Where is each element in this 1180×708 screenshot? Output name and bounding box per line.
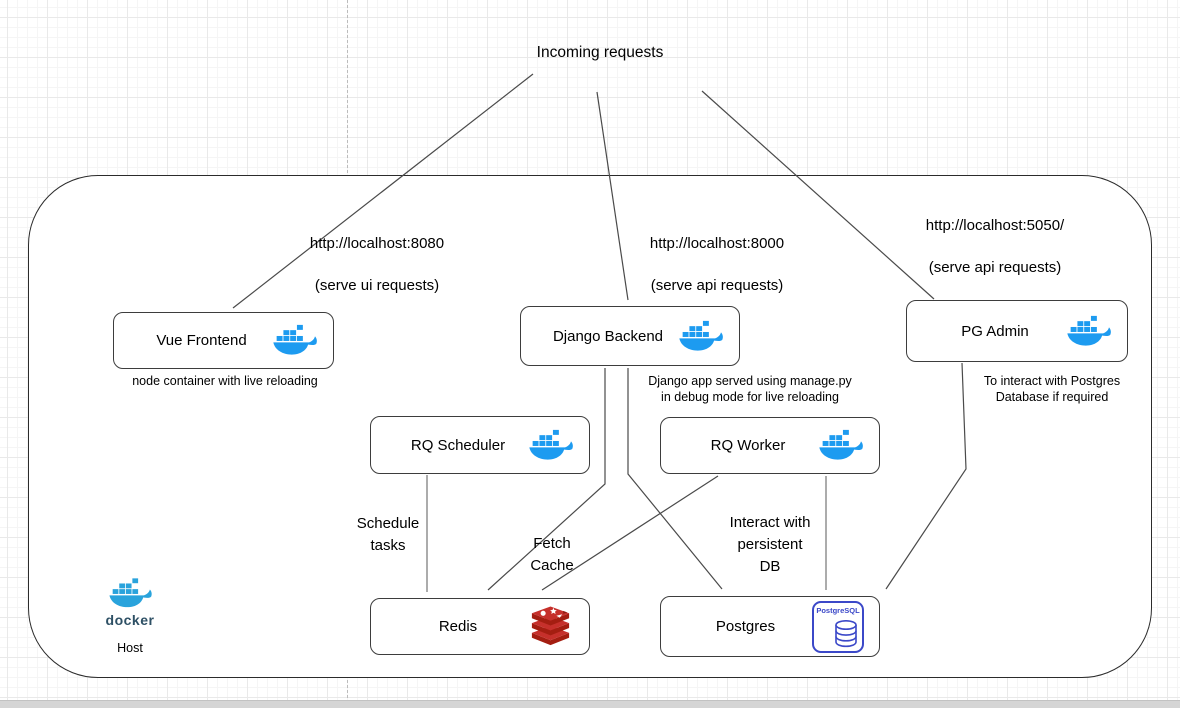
incoming-requests-label: Incoming requests <box>536 44 664 61</box>
django-note-line2: in debug mode for live reloading <box>661 389 839 404</box>
django-note: Django app served using manage.py in deb… <box>632 374 868 405</box>
docker-host-logo: docker Host <box>98 578 162 655</box>
vue-note: node container with live reloading <box>132 374 318 388</box>
url-8080-line1: http://localhost:8080 <box>309 235 445 252</box>
fetch-line1: Fetch <box>533 535 571 552</box>
url-label-8000: http://localhost:8000 (serve api request… <box>617 212 817 317</box>
node-rq-worker[interactable]: RQ Worker <box>660 417 880 474</box>
horizontal-scrollbar[interactable] <box>0 700 1180 708</box>
interact-line1: Interact with <box>729 514 811 531</box>
docker-logo-whale-icon <box>109 578 152 608</box>
url-8000-line1: http://localhost:8000 <box>649 235 785 252</box>
docker-whale-icon <box>273 324 317 355</box>
node-rq-scheduler[interactable]: RQ Scheduler <box>370 416 590 474</box>
pgadmin-note: To interact with Postgres Database if re… <box>952 374 1152 405</box>
docker-whale-icon <box>529 429 573 460</box>
redis-icon <box>531 605 570 645</box>
docker-whale-icon <box>1067 315 1111 346</box>
url-5050-line1: http://localhost:5050/ <box>925 217 1065 234</box>
django-note-line1: Django app served using manage.py <box>648 374 852 388</box>
edge-label-fetch-cache: Fetch Cache <box>502 533 602 577</box>
pgadmin-note-line1: To interact with Postgres <box>983 374 1121 388</box>
edge-label-interact-db: Interact with persistent DB <box>710 512 830 578</box>
fetch-line2: Cache <box>530 557 574 574</box>
host-label: Host <box>117 641 143 655</box>
rq-scheduler-label: RQ Scheduler <box>410 436 506 454</box>
node-vue-frontend[interactable]: Vue Frontend <box>113 312 334 369</box>
node-redis[interactable]: Redis <box>370 598 590 655</box>
url-5050-line2: (serve api requests) <box>928 259 1062 276</box>
docker-wordmark: docker <box>105 612 155 628</box>
django-backend-label: Django Backend <box>552 327 664 345</box>
docker-whale-icon <box>679 320 723 351</box>
pg-admin-label: PG Admin <box>961 322 1029 340</box>
node-django-backend[interactable]: Django Backend <box>520 306 740 366</box>
schedule-line1: Schedule <box>356 515 420 532</box>
url-label-8080: http://localhost:8080 (serve ui requests… <box>277 212 477 317</box>
schedule-line2: tasks <box>370 537 406 554</box>
vue-frontend-label: Vue Frontend <box>156 332 247 349</box>
url-label-5050: http://localhost:5050/ (serve api reques… <box>895 194 1095 299</box>
node-postgres[interactable]: Postgres PostgreSQL <box>660 596 880 657</box>
interact-line2: persistent <box>737 536 803 553</box>
postgresql-icon: PostgreSQL <box>812 600 864 653</box>
url-8000-line2: (serve api requests) <box>650 277 784 294</box>
database-cylinder-icon <box>835 619 857 647</box>
interact-line3: DB <box>759 558 781 575</box>
pgadmin-note-line2: Database if required <box>995 389 1109 404</box>
redis-label: Redis <box>438 618 478 635</box>
postgres-label: Postgres <box>715 618 776 635</box>
edge-label-schedule-tasks: Schedule tasks <box>328 513 448 557</box>
postgresql-icon-label: PostgreSQL <box>816 605 860 615</box>
url-8080-line2: (serve ui requests) <box>314 277 440 294</box>
node-pg-admin[interactable]: PG Admin <box>906 300 1128 362</box>
docker-whale-icon <box>819 429 863 460</box>
rq-worker-label: RQ Worker <box>710 437 786 454</box>
